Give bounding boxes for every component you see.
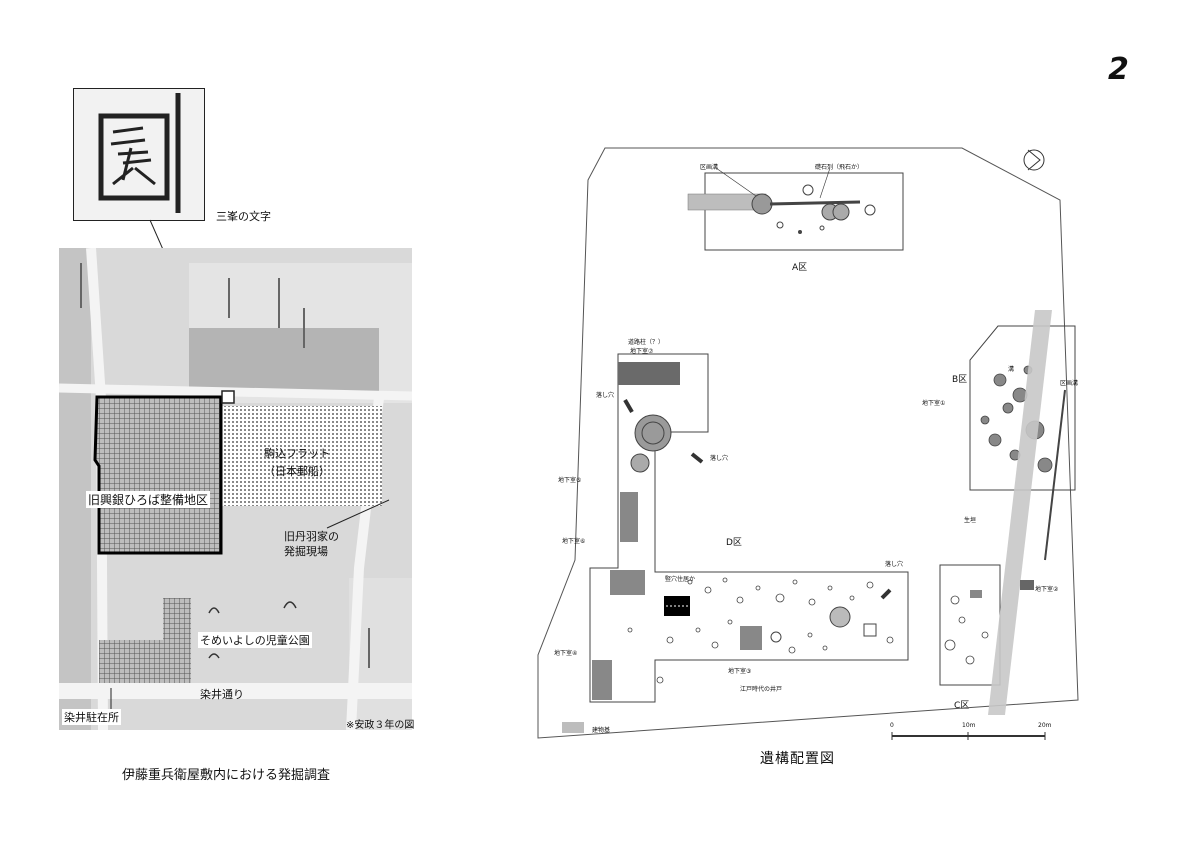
scale-10m: 10m	[962, 722, 976, 729]
feature-basement-3: 地下室③	[728, 668, 752, 675]
inset-box	[73, 88, 205, 221]
old-niwa-label-2: 発掘現場	[284, 545, 328, 558]
nihon-yusen-label: （日本郵船）	[264, 465, 330, 478]
zone-c-label: C区	[954, 701, 970, 711]
feature-basement-1: 地下室①	[922, 400, 946, 407]
feature-well: 江戸時代の井戸	[740, 686, 783, 693]
historic-map	[59, 248, 412, 730]
inset-label: 三峯の文字	[216, 210, 271, 223]
scale-0: 0	[890, 722, 894, 729]
feature-pit-a: 落し穴	[596, 392, 615, 399]
park-label: そめいよしの児童公園	[198, 632, 312, 648]
left-figure: 三峯の文字	[59, 88, 415, 783]
page-number: 2	[1108, 52, 1129, 87]
zone-d-label: D区	[726, 538, 742, 548]
feature-pit-c: 落し穴	[885, 561, 904, 568]
scale-20m: 20m	[1038, 722, 1052, 729]
old-kokyo-label: 旧興銀ひろば整備地区	[86, 491, 211, 508]
right-figure: A区 B区 C区 D区 区画溝 礎石列（飛石か） 道路柱（？） 地下室⑦ 落し穴…	[530, 140, 1090, 767]
left-caption: 伊藤重兵衛屋敷内における発掘調査	[122, 768, 331, 783]
feature-ditch-east: 区画溝	[1060, 380, 1079, 387]
right-caption: 遺構配置図	[760, 751, 835, 767]
feature-ditch-b: 溝	[1008, 366, 1015, 373]
legend-label: 建物基	[592, 727, 611, 734]
chuzaisho-label: 染井駐在所	[62, 709, 121, 725]
feature-pit-b: 落し穴	[710, 455, 729, 462]
map-note: ※安政３年の図	[346, 720, 415, 731]
old-niwa-label-1: 旧丹羽家の	[284, 530, 339, 543]
feature-stone-row: 礎石列（飛石か）	[815, 164, 864, 171]
feature-pit-dwelling: 竪穴住居か	[665, 576, 696, 583]
street-label: 染井通り	[200, 688, 244, 701]
feature-hedge: 生垣	[964, 517, 977, 524]
feature-basement-6: 地下室⑥	[562, 538, 586, 545]
feature-basement-5: 地下室⑤	[558, 477, 582, 484]
feature-basement-2: 地下室②	[1035, 586, 1059, 593]
site-plan	[537, 147, 1079, 740]
zone-b-label: B区	[952, 375, 968, 385]
feature-ditch-west: 区画溝	[700, 164, 719, 171]
komagome-flat-label: 駒込フラット	[264, 447, 330, 460]
feature-basement-7: 地下室⑦	[630, 348, 654, 355]
feature-basement-4: 地下室④	[554, 650, 578, 657]
zone-a-label: A区	[792, 263, 808, 273]
feature-post: 道路柱（？）	[628, 339, 665, 346]
